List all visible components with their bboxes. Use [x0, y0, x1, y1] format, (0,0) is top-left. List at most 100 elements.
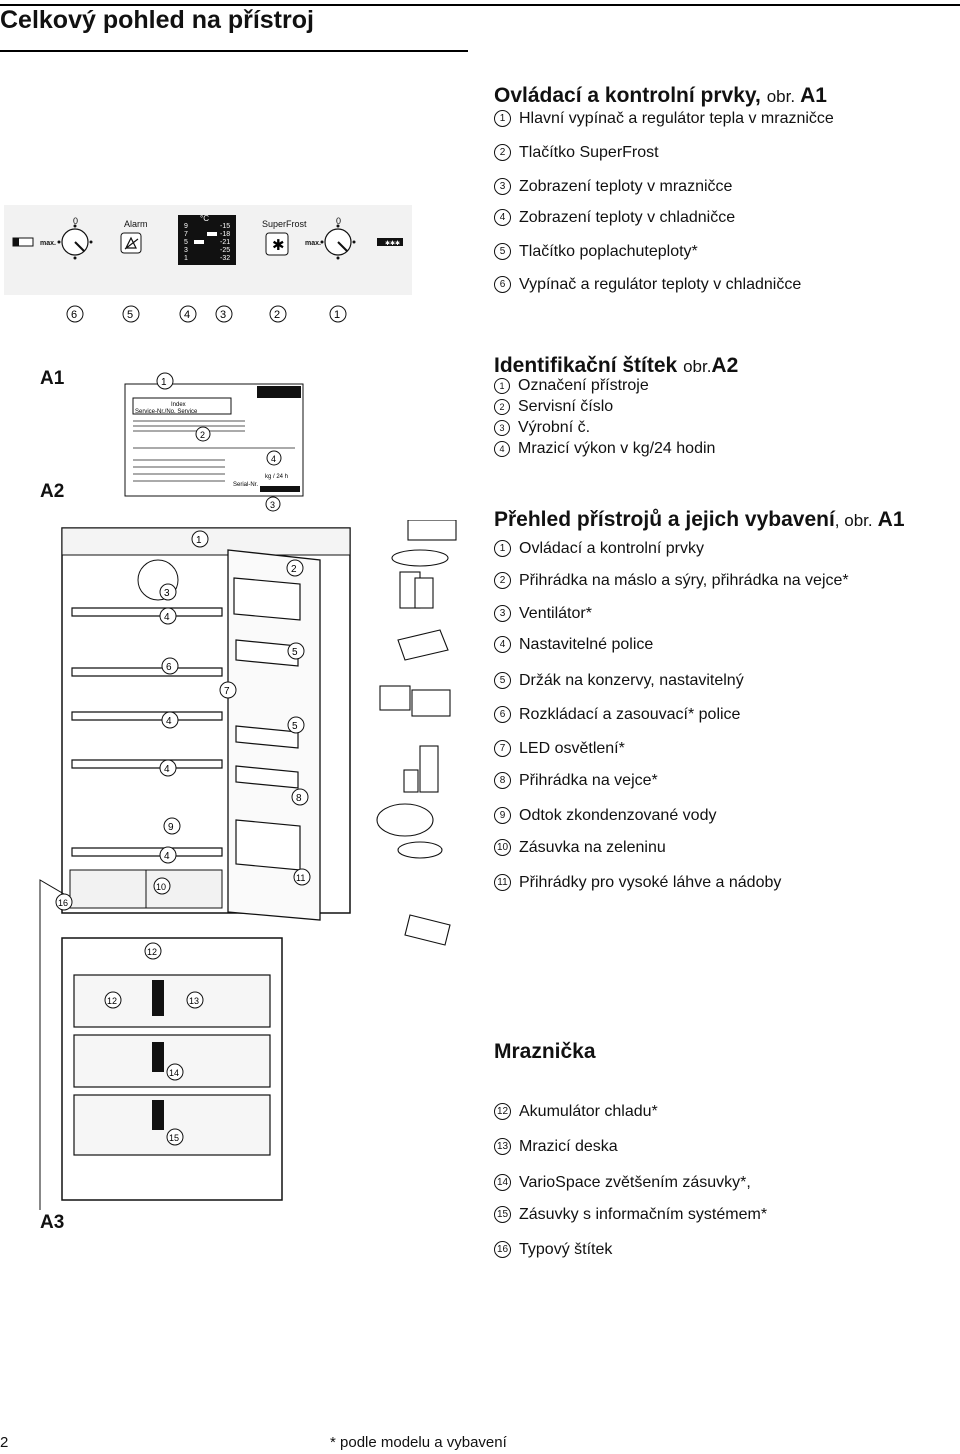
- callout-number: 2: [494, 572, 511, 590]
- callout-5: 5: [127, 309, 133, 321]
- freezer-scale-25: -25: [220, 247, 230, 254]
- callout-number: 6: [494, 706, 511, 724]
- callout-number: 16: [494, 1241, 511, 1259]
- freezer-scale-21: -21: [220, 239, 230, 246]
- callout-number: 13: [494, 1138, 511, 1156]
- fig-callout-7: 7: [224, 686, 230, 697]
- freezer-item-text: Typový štítek: [519, 1241, 613, 1258]
- plate-callout-1: 1: [161, 377, 167, 388]
- overview-item-text: LED osvětlení*: [519, 740, 625, 757]
- freezer-scale-18: -18: [220, 231, 230, 238]
- fig-callout-1: 1: [196, 535, 202, 546]
- control-panel-figure: 0 max. Alarm °C 9 7 5 3 1 -15 -18 -21 -2…: [4, 205, 412, 323]
- fig-callout-10: 10: [156, 882, 166, 892]
- callout-number: 8: [494, 772, 511, 790]
- callout-number: 10: [494, 839, 511, 857]
- callout-number: 15: [494, 1206, 511, 1224]
- plate-serial-label: Serial-Nr.: [233, 482, 258, 488]
- control-item-text: Vypínač a regulátor teploty v chladničce: [519, 276, 802, 293]
- superfrost-label: SuperFrost: [262, 219, 307, 229]
- info-system-panels: [152, 980, 164, 1130]
- overview-item-text: Přihrádka na vejce*: [519, 772, 658, 789]
- superfrost-button: [265, 232, 289, 256]
- callout-number: 3: [494, 419, 510, 436]
- food-illustrations: [376, 520, 457, 946]
- callout-number: 11: [494, 874, 511, 892]
- alarm-button: [120, 232, 142, 254]
- fig-callout-16: 16: [58, 898, 68, 908]
- freezer-item-16: 16 Typový štítek: [494, 1241, 612, 1259]
- fig-callout-11: 11: [296, 873, 305, 883]
- freezer-symbol-icon: [377, 238, 403, 246]
- freezer-item-text: Akumulátor chladu*: [519, 1103, 658, 1120]
- control-callouts: 6 5 4 3 2 1: [66, 305, 347, 323]
- temperature-display: [178, 215, 236, 265]
- fridge-scale-9: 9: [184, 223, 188, 230]
- svg-text:✱✱✱: ✱✱✱: [385, 240, 400, 247]
- callout-6: 6: [71, 309, 77, 321]
- rating-item-text: Servisní číslo: [518, 398, 614, 415]
- plate-capacity-label: kg / 24 h: [265, 474, 288, 480]
- callout-number: 7: [494, 740, 511, 758]
- callout-number: 4: [494, 636, 511, 654]
- fig-callout-14: 14: [169, 1068, 179, 1078]
- plate-callout-2: 2: [200, 430, 205, 440]
- fig-callout-15: 15: [169, 1133, 179, 1143]
- freezer-dial-max: max.: [305, 240, 321, 247]
- fridge-callouts: 1 2 3 4 6 5 7 4 5 4 8 9 4 10 11 16: [55, 530, 311, 911]
- fig-callout-4c: 4: [164, 764, 170, 775]
- callout-3: 3: [220, 309, 226, 321]
- freezer-dial: [320, 224, 356, 260]
- freezer-heading: Mraznička: [494, 1040, 596, 1063]
- fridge-scale-1: 1: [184, 255, 188, 262]
- fridge-scale-3: 3: [184, 247, 188, 254]
- control-panel-heading: Ovládací a kontrolní prvky, obr. A1: [494, 84, 827, 108]
- rating-plate-heading-text: Identifikační štítek: [494, 354, 678, 377]
- callout-number: 4: [494, 209, 511, 227]
- footnote: * podle modelu a vybavení: [330, 1434, 507, 1451]
- overview-heading-ref-prefix: , obr.: [834, 511, 873, 530]
- callout-number: 1: [494, 377, 510, 394]
- overview-item-7: 7 LED osvětlení*: [494, 740, 625, 758]
- rating-plate-figure: 1 Index Service-Nr./No. Service 2 4 kg /…: [124, 372, 304, 512]
- fridge-scale-5: 5: [184, 239, 188, 246]
- control-panel-heading-text: Ovládací a kontrolní prvky,: [494, 84, 761, 107]
- fig-callout-5b: 5: [292, 721, 298, 732]
- fig-callout-12b: 12: [107, 996, 117, 1006]
- plate-callout-4: 4: [271, 454, 276, 464]
- control-item-text: Zobrazení teploty v mrazničce: [519, 178, 733, 195]
- callout-number: 5: [494, 243, 511, 261]
- callout-number: 9: [494, 807, 511, 825]
- figure-label-a2: A2: [40, 481, 65, 502]
- fridge-level-marker: [207, 232, 217, 236]
- overview-item-text: Držák na konzervy, nastavitelný: [519, 672, 744, 689]
- control-panel-heading-ref: A1: [800, 84, 827, 107]
- callout-2: 2: [274, 309, 280, 321]
- overview-item-text: Ovládací a kontrolní prvky: [519, 540, 704, 557]
- callout-4: 4: [184, 309, 190, 321]
- callout-number: 12: [494, 1103, 511, 1121]
- rating-item-text: Označení přístroje: [518, 377, 649, 394]
- callout-number: 2: [494, 398, 510, 415]
- page-title: Celkový pohled na přístroj: [0, 6, 314, 34]
- plate-index-box: [132, 397, 232, 415]
- callout-number: 3: [494, 605, 511, 623]
- snowflake-icon: ✱: [272, 237, 285, 254]
- figure-label-a1: A1: [40, 368, 65, 389]
- callout-number: 6: [494, 276, 511, 294]
- fig-callout-4b: 4: [166, 716, 172, 727]
- control-item-text: Tlačítko SuperFrost: [519, 144, 659, 161]
